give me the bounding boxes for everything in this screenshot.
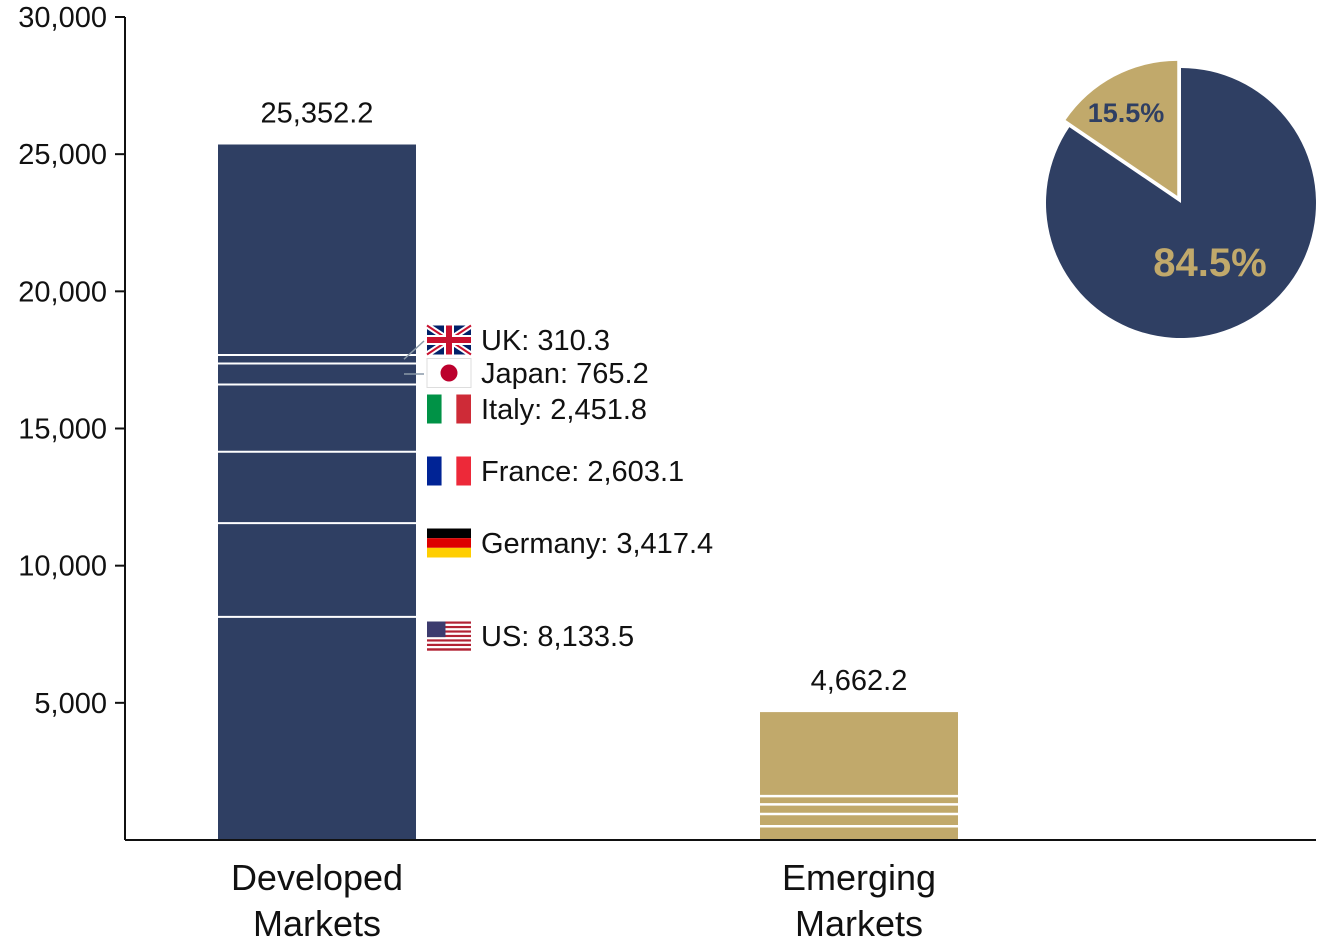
y-tick-label: 15,000 [18,414,107,446]
pie-label-large: 84.5% [1153,241,1266,285]
japan-flag-icon [426,358,472,388]
y-tick-label: 20,000 [18,276,107,308]
country-label: UK: 310.3 [481,325,610,357]
pie-slice-large [1045,68,1316,338]
pie-slice-small [1065,60,1178,196]
bar-developed-markets [218,144,416,841]
country-label: Germany: 3,417.4 [481,528,713,560]
country-label: Japan: 765.2 [481,358,649,390]
leader-line [403,340,425,360]
italy-flag-icon [427,394,471,424]
us-flag-icon [427,621,471,651]
germany-flag-icon [427,528,471,558]
country-label: France: 2,603.1 [481,456,684,488]
bar-total-label: 4,662.2 [811,665,908,697]
bar-total-label: 25,352.2 [261,98,374,130]
y-tick-label: 25,000 [18,139,107,171]
bar-emerging-markets [760,712,958,840]
y-tick-label: 30,000 [18,2,107,34]
country-label: US: 8,133.5 [481,621,634,653]
y-tick-label: 5,000 [34,688,107,720]
y-tick-label: 10,000 [18,551,107,583]
country-label: Italy: 2,451.8 [481,394,647,426]
france-flag-icon [427,456,471,486]
uk-flag-icon [425,322,473,358]
pie-label-small: 15.5% [1088,98,1165,128]
